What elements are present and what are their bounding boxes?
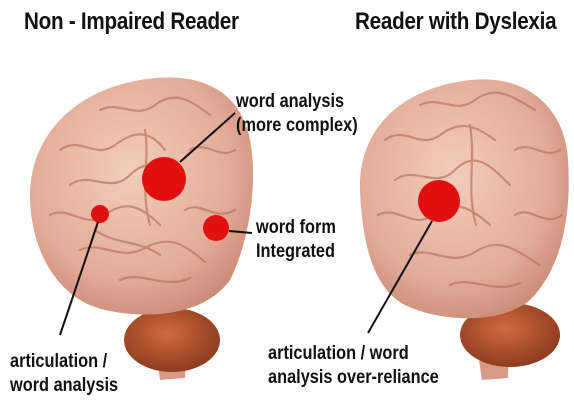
word-form-label: word form Integrated bbox=[256, 216, 336, 264]
right-articulation-spot bbox=[418, 180, 460, 222]
articulation-right-label-line2: analysis over-reliance bbox=[268, 366, 439, 390]
left-word-analysis-spot bbox=[142, 157, 186, 201]
articulation-right-label: articulation / word analysis over-relian… bbox=[268, 342, 439, 390]
right-title: Reader with Dyslexia bbox=[355, 8, 556, 36]
articulation-left-label: articulation / word analysis bbox=[10, 350, 118, 398]
articulation-right-label-line1: articulation / word bbox=[268, 342, 439, 366]
left-cerebellum bbox=[124, 308, 220, 372]
word-form-label-line2: Integrated bbox=[256, 240, 336, 264]
left-title: Non - Impaired Reader bbox=[24, 8, 239, 36]
articulation-left-label-line2: word analysis bbox=[10, 374, 118, 398]
left-word-form-spot bbox=[203, 215, 229, 241]
left-articulation-spot bbox=[91, 205, 109, 223]
word-form-label-line1: word form bbox=[256, 216, 336, 240]
right-brain bbox=[360, 79, 569, 380]
word-analysis-label: word analysis (more complex) bbox=[236, 90, 358, 138]
word-analysis-label-line1: word analysis bbox=[236, 90, 358, 114]
articulation-left-label-line1: articulation / bbox=[10, 350, 118, 374]
left-cerebrum bbox=[30, 78, 253, 315]
word-analysis-label-line2: (more complex) bbox=[236, 114, 358, 138]
